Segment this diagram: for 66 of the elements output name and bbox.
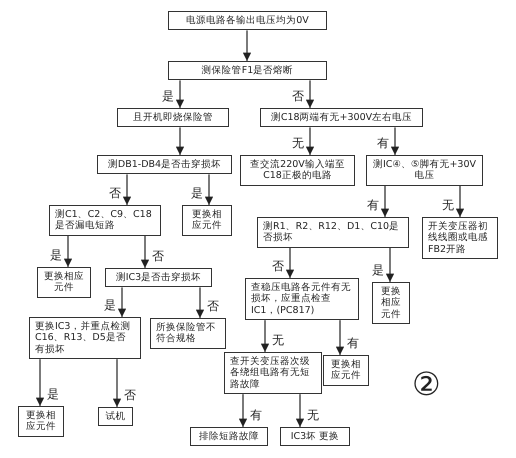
process-box: 更换相应元件 <box>37 267 91 298</box>
process-box: 更换相应元件 <box>372 282 410 324</box>
edge-label: 否 <box>151 249 165 263</box>
process-box: 测C18两端有无+300V左右电压 <box>260 108 423 128</box>
edge-label: 是 <box>161 89 175 103</box>
process-box: 查交流220V输入端至C18正极的电路 <box>240 155 355 186</box>
edge-label: 无 <box>441 198 455 212</box>
arrow <box>286 248 294 278</box>
process-box: 查开关变压器次级各绕组电路有无短路故障 <box>224 352 322 394</box>
arrow <box>36 359 44 406</box>
edge-label: 有 <box>376 136 390 150</box>
arrow <box>176 80 184 108</box>
arrow <box>306 127 314 155</box>
process-box: 更换相应元件 <box>323 355 369 386</box>
process-box: 测R1、R2、R12、D1、C10是否损坏 <box>257 217 409 248</box>
process-box: 且开机即烧保险管 <box>117 108 229 128</box>
process-box: IC3坏 更换 <box>280 427 350 446</box>
process-box: 测C1、C2、C9、C18是否漏电短路 <box>49 205 161 236</box>
edge-label: 是 <box>190 186 204 200</box>
arrow <box>238 394 248 427</box>
edge-label: 有 <box>346 336 360 350</box>
edge-label: 无 <box>306 408 320 422</box>
edge-label: 无 <box>271 333 285 347</box>
arrow <box>380 186 390 217</box>
process-box: 测IC④、⑤脚有无+30V电压 <box>366 155 483 186</box>
process-box: 测保险管F1是否熔断 <box>168 61 327 80</box>
arrow <box>386 248 394 282</box>
process-box: 更换IC3，并重点检测C16、R13、D5是否有损坏 <box>29 317 141 360</box>
arrow <box>112 359 122 407</box>
figure-number: ② <box>412 368 441 400</box>
process-box: 所换保险管不符合规格 <box>150 318 226 349</box>
process-box: 试机 <box>98 407 133 426</box>
process-box: 更换相应元件 <box>182 205 232 236</box>
process-box: 测DB1-DB4是否击穿损坏 <box>97 155 232 174</box>
edge-label: 是 <box>371 263 385 277</box>
edge-label: 有 <box>249 408 263 422</box>
arrow <box>242 30 252 61</box>
arrow <box>390 127 400 155</box>
edge-label: 否 <box>271 259 285 273</box>
edge-label: 否 <box>123 388 137 402</box>
arrow <box>456 186 464 217</box>
edge-label: 否 <box>108 186 122 200</box>
edge-label: 有 <box>366 198 380 212</box>
arrow <box>196 287 204 318</box>
edge-label: 是 <box>103 298 117 312</box>
edge-label: 否 <box>291 89 305 103</box>
process-box: 测IC3是否击穿损坏 <box>105 268 212 288</box>
edge-label: 否 <box>206 299 220 313</box>
process-box: 电源电路各输出电压均为0V <box>168 11 327 30</box>
arrow <box>296 394 304 427</box>
process-box: 排除短路故障 <box>190 427 268 446</box>
arrow <box>336 320 344 355</box>
process-box: 查稳压电路各元件有无损坏，应重点检查IC1，(PC817) <box>245 278 359 320</box>
arrow <box>306 80 314 108</box>
edge-label: 是 <box>49 248 63 262</box>
arrow <box>140 236 150 268</box>
arrow <box>118 287 126 317</box>
edge-label: 是 <box>46 387 60 401</box>
arrow <box>260 320 270 352</box>
edge-label: 无 <box>291 136 305 150</box>
arrow <box>204 174 214 205</box>
process-box: 开关变压器初线线圈或电感FB2开路 <box>422 217 498 260</box>
process-box: 更换相应元件 <box>18 406 64 437</box>
arrow <box>122 174 132 205</box>
arrow <box>176 127 184 155</box>
arrow <box>64 236 72 267</box>
